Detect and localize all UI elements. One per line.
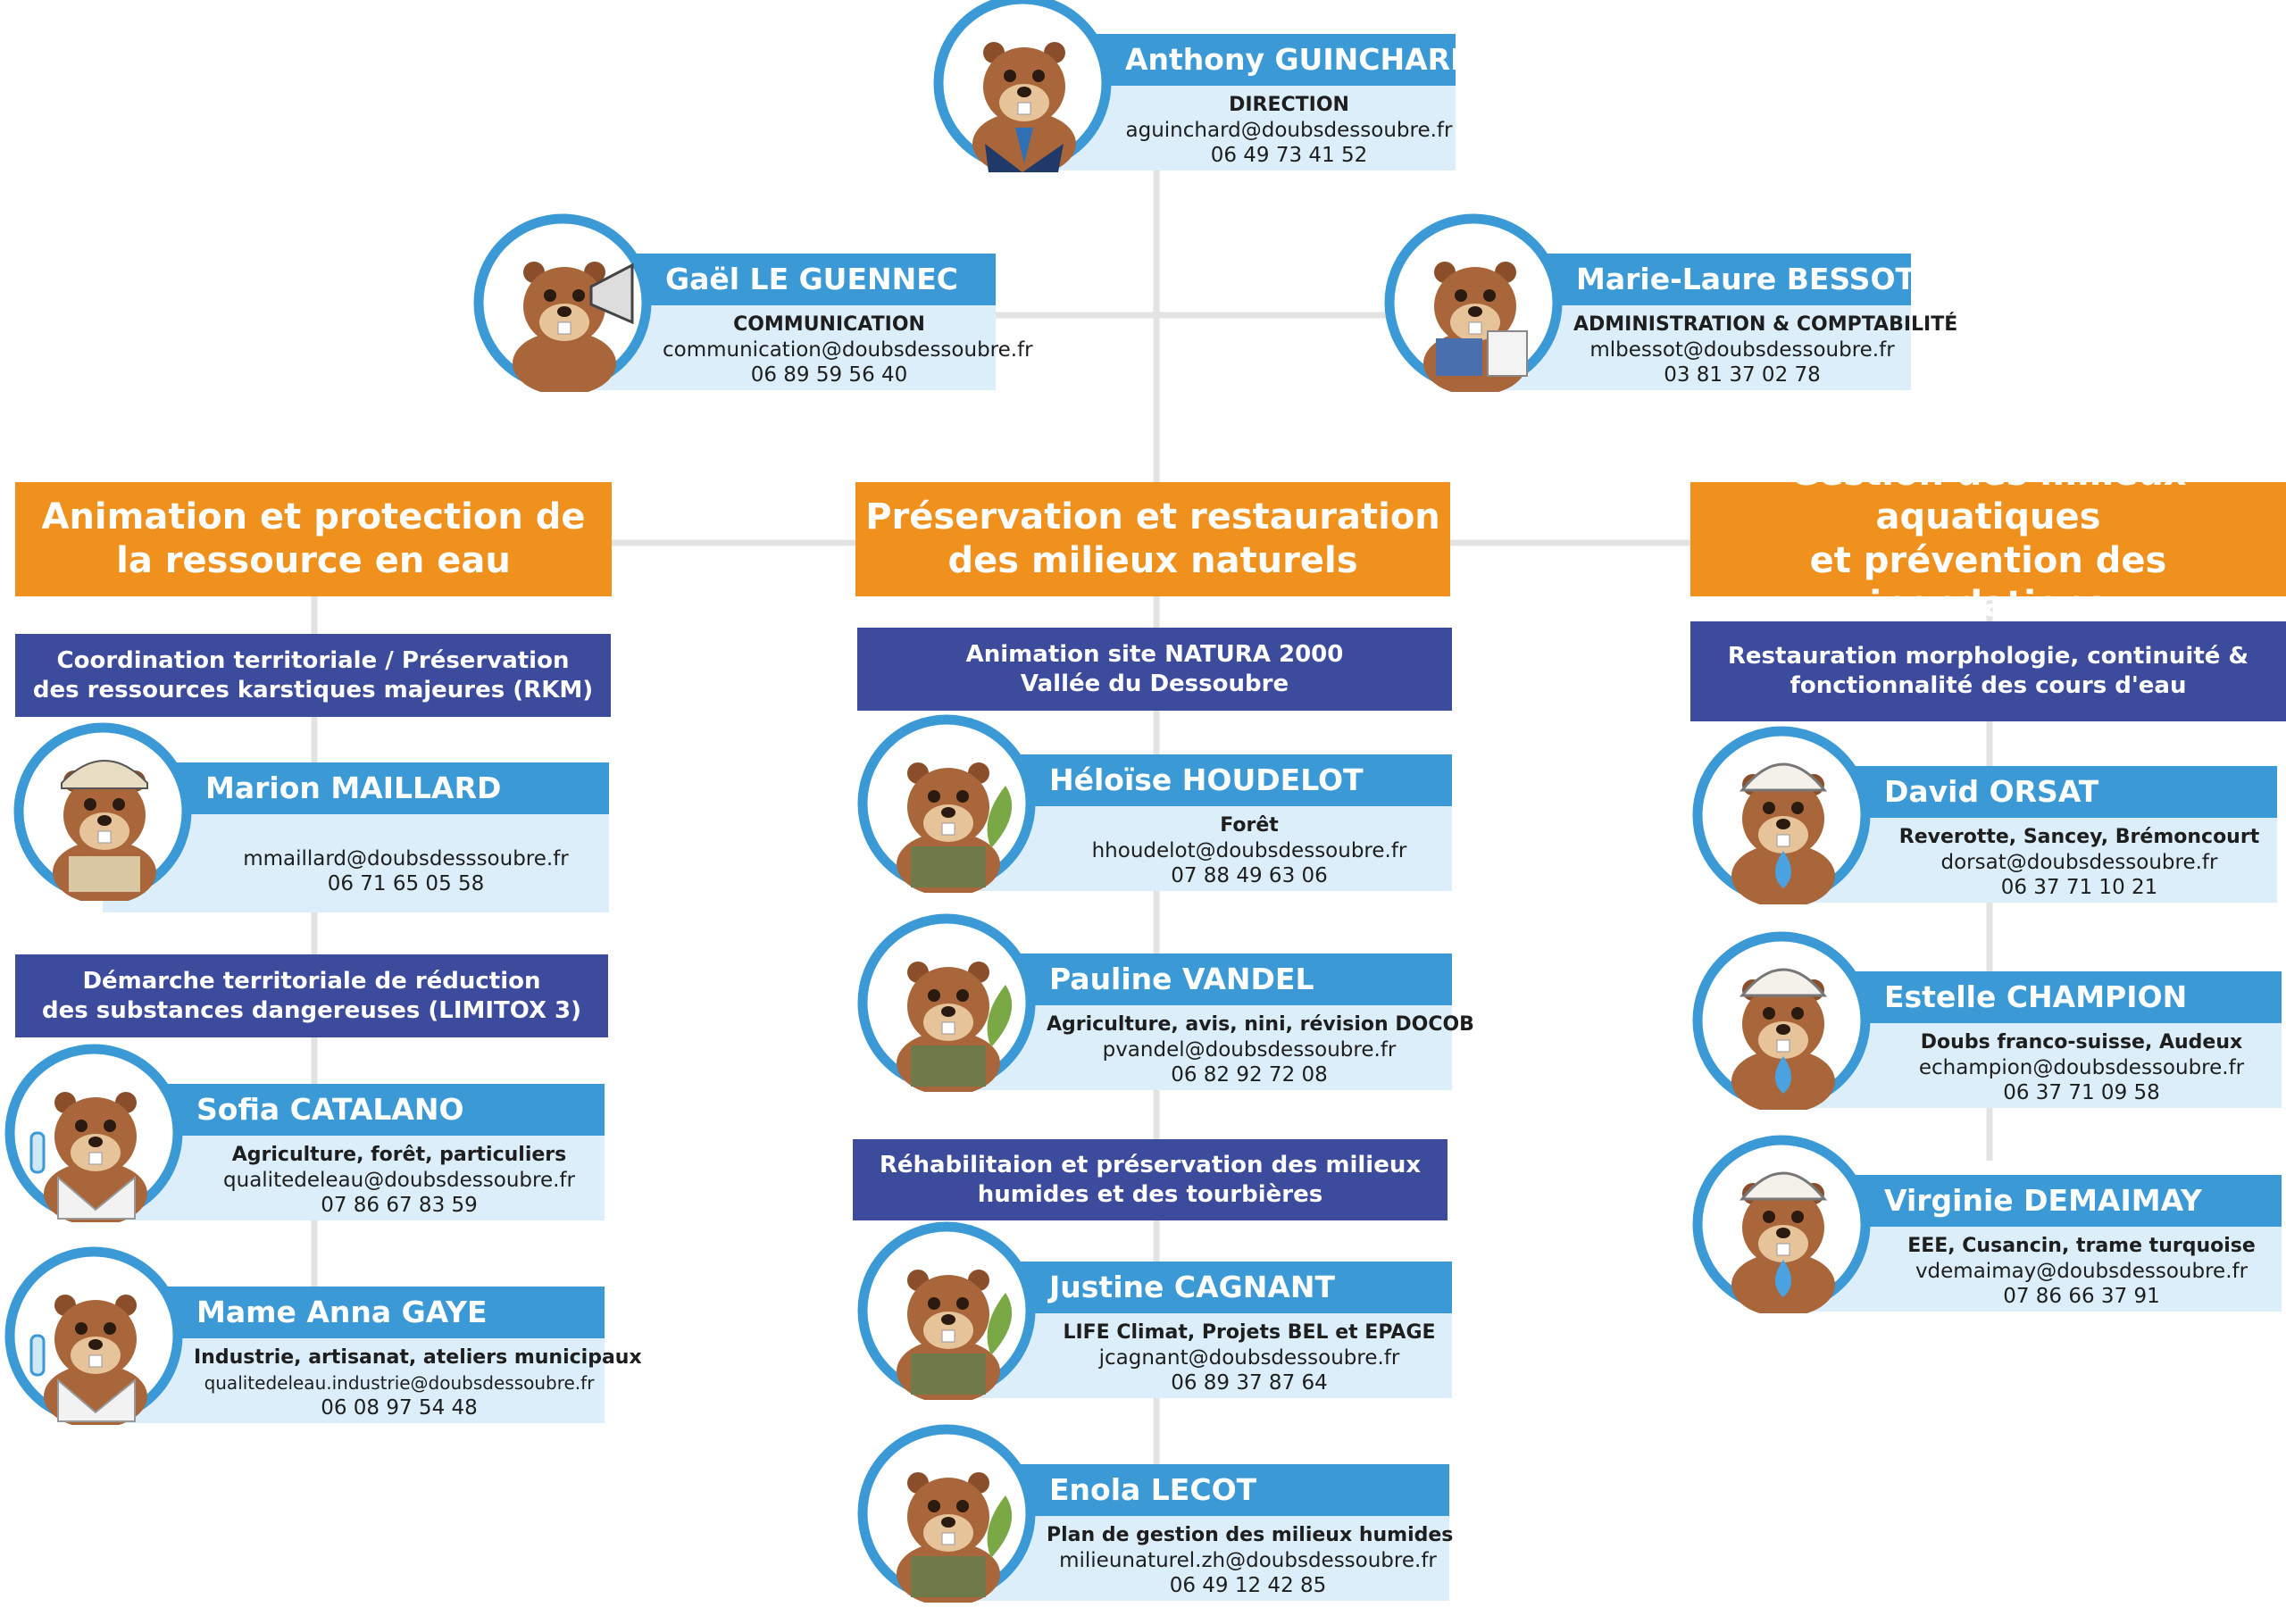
person-email[interactable]: mlbessot@doubsdessoubre.fr: [1589, 338, 1895, 362]
beaver-cap-avatar: [13, 722, 192, 901]
section-title-line: Gestion des milieux aquatiques: [1790, 453, 2187, 537]
person-phone[interactable]: 03 81 37 02 78: [1664, 363, 1821, 387]
person-email[interactable]: qualitedeleau.industrie@doubsdessoubre.f…: [204, 1372, 595, 1394]
person-email[interactable]: dorsat@doubsdessoubre.fr: [1940, 851, 2218, 874]
person-role: EEE, Cusancin, trame turquoise: [1907, 1235, 2256, 1257]
beaver-helmet-avatar: [1692, 931, 1871, 1110]
person-phone[interactable]: 06 89 59 56 40: [750, 363, 908, 387]
subsection-line: des ressources karstiques majeures (RKM): [32, 676, 594, 704]
person-role: COMMUNICATION: [733, 313, 925, 336]
person-role: Agriculture, avis, nini, révision DOCOB: [1047, 1013, 1474, 1036]
subsection-line: fonctionnalité des cours d'eau: [1790, 672, 2187, 699]
person-email[interactable]: hhoudelot@doubsdessoubre.fr: [1091, 839, 1407, 862]
person-phone[interactable]: 06 37 71 10 21: [2000, 876, 2158, 899]
person-email[interactable]: communication@doubsdessoubre.fr: [663, 338, 1033, 362]
beaver-naturalist-avatar: [857, 1424, 1036, 1603]
beaver-lab-avatar: [4, 1044, 183, 1222]
section-title-line: et prévention des inondations: [1809, 540, 2167, 625]
person-role: Industrie, artisanat, ateliers municipau…: [194, 1346, 642, 1369]
subsection-humides: Réhabilitaion et préservation des milieu…: [853, 1139, 1448, 1220]
person-phone[interactable]: 06 49 73 41 52: [1210, 144, 1368, 167]
beaver-documents-avatar: [1384, 213, 1563, 392]
person-role: Reverotte, Sancey, Brémoncourt: [1898, 826, 2260, 848]
person-phone[interactable]: 06 37 71 09 58: [2003, 1081, 2160, 1104]
person-role: Plan de gestion des milieux humides: [1047, 1524, 1454, 1546]
person-role: ADMINISTRATION & COMPTABILITÉ: [1573, 313, 1958, 336]
person-phone[interactable]: 07 86 66 37 91: [2003, 1285, 2160, 1308]
person-email[interactable]: mmaillard@doubsdesssoubre.fr: [243, 847, 569, 870]
beaver-helmet-avatar: [1692, 726, 1871, 904]
section-title-line: la ressource en eau: [116, 540, 511, 581]
person-email[interactable]: jcagnant@doubsdessoubre.fr: [1098, 1346, 1400, 1370]
person-email[interactable]: aguinchard@doubsdessoubre.fr: [1125, 119, 1453, 142]
person-role: Agriculture, forêt, particuliers: [231, 1144, 567, 1166]
subsection-rkm: Coordination territoriale / Préservation…: [15, 634, 611, 717]
person-name: Estelle CHAMPION: [1781, 971, 2282, 1023]
person-role: DIRECTION: [1229, 94, 1349, 116]
section-title-line: des milieux naturels: [947, 540, 1358, 581]
person-info: mmaillard@doubsdesssoubre.fr 06 71 65 05…: [103, 814, 609, 912]
subsection-line: Animation site NATURA 2000: [965, 640, 1344, 668]
person-email[interactable]: vdemaimay@doubsdessoubre.fr: [1915, 1260, 2248, 1283]
person-phone[interactable]: 06 82 92 72 08: [1171, 1063, 1328, 1087]
person-email[interactable]: milieunaturel.zh@doubsdessoubre.fr: [1059, 1549, 1437, 1572]
person-phone[interactable]: 07 88 49 63 06: [1171, 864, 1328, 887]
person-phone[interactable]: 06 89 37 87 64: [1171, 1371, 1328, 1395]
beaver-suit-avatar: [933, 0, 1112, 172]
subsection-line: Démarche territoriale de réduction: [82, 967, 541, 995]
person-email[interactable]: qualitedeleau@doubsdessoubre.fr: [223, 1169, 575, 1192]
beaver-megaphone-avatar: [473, 213, 652, 392]
person-email[interactable]: echampion@doubsdessoubre.fr: [1918, 1056, 2245, 1079]
person-phone[interactable]: 07 86 67 83 59: [321, 1194, 478, 1217]
section-title-line: Animation et protection de: [41, 496, 586, 537]
beaver-naturalist-avatar: [857, 1221, 1036, 1400]
subsection-line: des substances dangereuses (LIMITOX 3): [41, 996, 582, 1024]
subsection-line: Vallée du Dessoubre: [1020, 670, 1289, 697]
subsection-line: humides et des tourbières: [977, 1180, 1323, 1208]
person-info: Industrie, artisanat, ateliers municipau…: [94, 1338, 642, 1423]
subsection-morpho: Restauration morphologie, continuité &fo…: [1690, 621, 2286, 721]
subsection-line: Coordination territoriale / Préservation: [56, 646, 570, 674]
person-info: EEE, Cusancin, trame turquoise vdemaimay…: [1781, 1227, 2282, 1312]
person-email[interactable]: pvandel@doubsdessoubre.fr: [1102, 1038, 1397, 1062]
beaver-lab-avatar: [4, 1246, 183, 1425]
subsection-line: Réhabilitaion et préservation des milieu…: [879, 1151, 1422, 1178]
person-phone[interactable]: 06 71 65 05 58: [327, 872, 485, 895]
subsection-line: Restauration morphologie, continuité &: [1727, 643, 2249, 670]
beaver-naturalist-avatar: [857, 714, 1036, 893]
beaver-naturalist-avatar: [857, 913, 1036, 1092]
section-title-line: Préservation et restauration: [865, 496, 1440, 537]
person-role: LIFE Climat, Projets BEL et EPAGE: [1063, 1321, 1436, 1344]
person-phone[interactable]: 06 49 12 42 85: [1169, 1574, 1327, 1597]
person-phone[interactable]: 06 08 97 54 48: [321, 1396, 478, 1420]
person-role: Forêt: [1220, 814, 1279, 837]
person-role: Doubs franco-suisse, Audeux: [1920, 1031, 2243, 1054]
beaver-helmet-avatar: [1692, 1135, 1871, 1313]
